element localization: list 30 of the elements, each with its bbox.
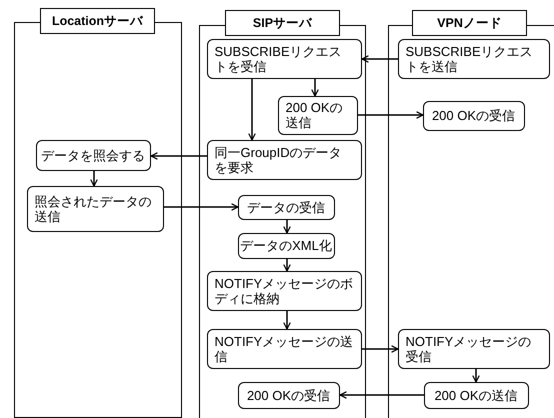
arrow: [150, 152, 207, 160]
lane-header: VPNノード: [412, 10, 527, 36]
process-box: SUBSCRIBEリクエストを送信: [398, 38, 550, 78]
arrow: [339, 391, 424, 399]
arrow: [164, 203, 239, 211]
process-box: 200 OKの送信: [278, 96, 358, 134]
arrow: [283, 311, 291, 330]
process-box: NOTIFYメッセージのボディに格納: [206, 270, 362, 310]
process-box: 200 OKの受信: [422, 100, 524, 130]
arrow: [311, 79, 319, 97]
process-box: NOTIFYメッセージの送信: [206, 328, 362, 368]
arrow: [283, 259, 291, 272]
process-box: データを照会する: [36, 140, 150, 170]
process-box: 200 OKの送信: [424, 382, 528, 408]
arrow: [362, 345, 399, 353]
process-box: 同一GroupIDのデータを要求: [206, 140, 362, 180]
process-box: SUBSCRIBEリクエストを受信: [206, 38, 362, 78]
process-box: 200 OKの受信: [238, 382, 340, 408]
arrow: [248, 79, 256, 141]
arrow: [472, 369, 480, 383]
process-box: データの受信: [238, 194, 334, 220]
lane-header: Locationサーバ: [40, 8, 155, 34]
process-box: 照会されたデータの送信: [26, 186, 164, 232]
lane-header: SIPサーバ: [225, 10, 340, 36]
process-box: NOTIFYメッセージの受信: [398, 328, 550, 368]
process-box: データのXML化: [238, 232, 334, 258]
arrow: [90, 171, 98, 187]
arrow: [361, 55, 398, 63]
arrow: [283, 220, 291, 234]
arrow: [358, 111, 424, 119]
